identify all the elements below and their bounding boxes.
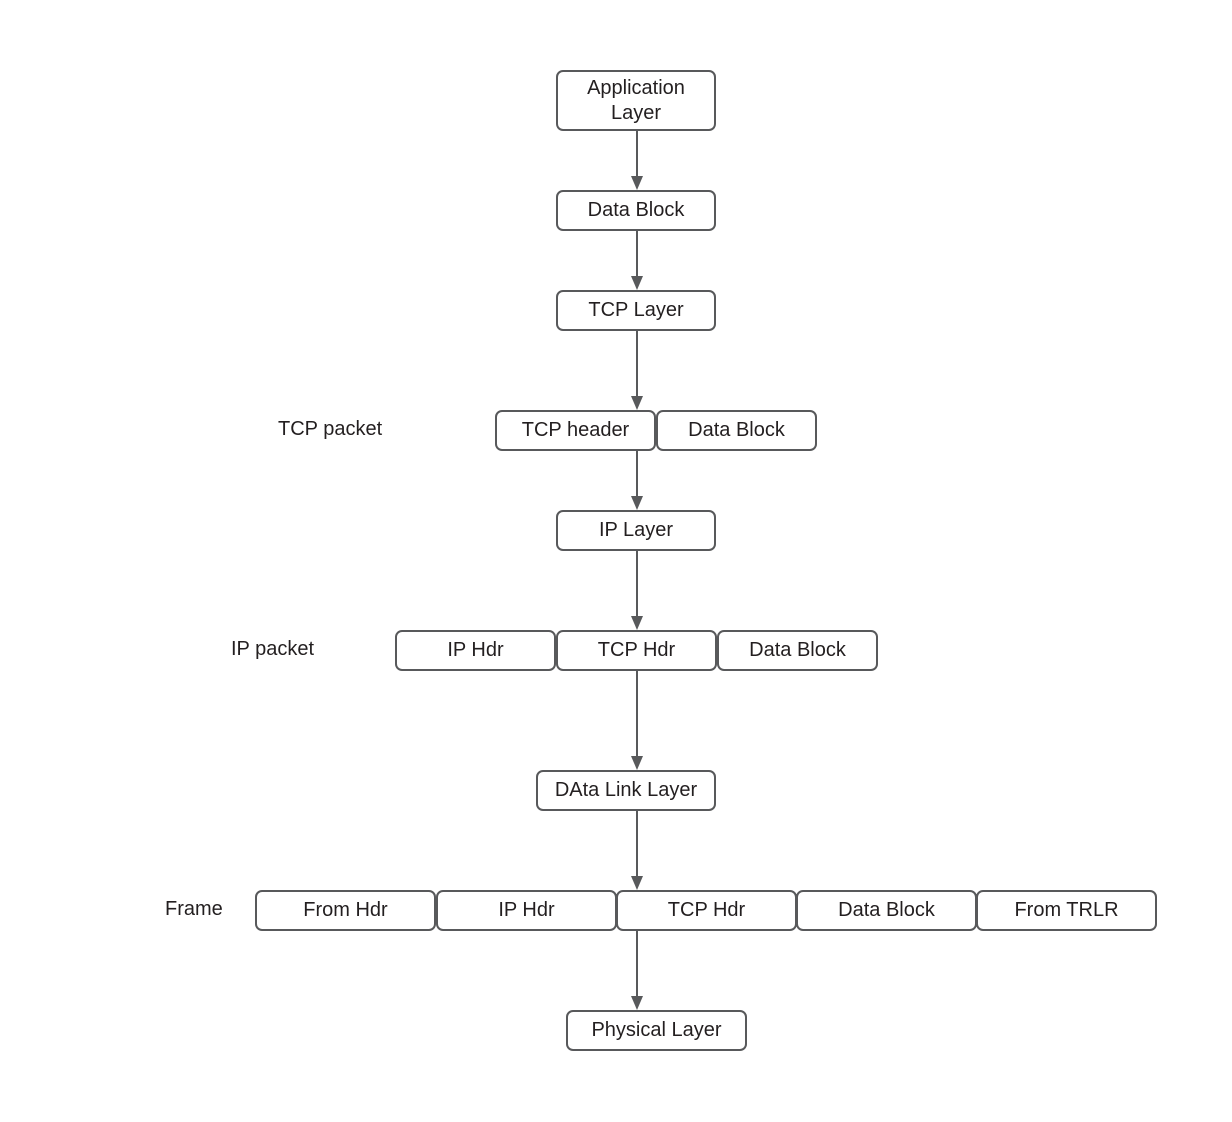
node-ip-layer[interactable]: IP Layer xyxy=(556,510,716,551)
side-label-frame-label: Frame xyxy=(165,898,223,920)
node-tcp-packet-tcp-header[interactable]: TCP header xyxy=(495,410,656,451)
arrow-tcp-layer-to-tcp-packet xyxy=(627,331,647,410)
node-frame-from-hdr[interactable]: From Hdr xyxy=(255,890,436,931)
node-frame-from-trlr[interactable]: From TRLR xyxy=(976,890,1157,931)
node-data-link-layer[interactable]: DAta Link Layer xyxy=(536,770,716,811)
arrow-frame-to-physical-layer xyxy=(627,931,647,1010)
arrow-data-link-layer-to-frame xyxy=(627,811,647,890)
node-frame-tcp-hdr[interactable]: TCP Hdr xyxy=(616,890,797,931)
node-frame-ip-hdr[interactable]: IP Hdr xyxy=(436,890,617,931)
arrow-tcp-packet-to-ip-layer xyxy=(627,451,647,510)
arrow-ip-packet-to-data-link-layer xyxy=(627,671,647,770)
node-tcp-layer[interactable]: TCP Layer xyxy=(556,290,716,331)
node-tcp-packet-data-block[interactable]: Data Block xyxy=(656,410,817,451)
node-ip-packet-ip-hdr[interactable]: IP Hdr xyxy=(395,630,556,671)
arrow-ip-layer-to-ip-packet xyxy=(627,551,647,630)
node-ip-packet-tcp-hdr[interactable]: TCP Hdr xyxy=(556,630,717,671)
node-frame-data-block[interactable]: Data Block xyxy=(796,890,977,931)
node-physical-layer[interactable]: Physical Layer xyxy=(566,1010,747,1051)
side-label-tcp-packet-label: TCP packet xyxy=(278,418,383,440)
node-data-block-1[interactable]: Data Block xyxy=(556,190,716,231)
node-application-layer[interactable]: Application Layer xyxy=(556,70,716,131)
arrow-data-block-to-tcp-layer xyxy=(627,231,647,290)
side-label-ip-packet-label: IP packet xyxy=(231,638,315,660)
node-ip-packet-data-block[interactable]: Data Block xyxy=(717,630,878,671)
arrow-application-to-data-block xyxy=(627,131,647,190)
